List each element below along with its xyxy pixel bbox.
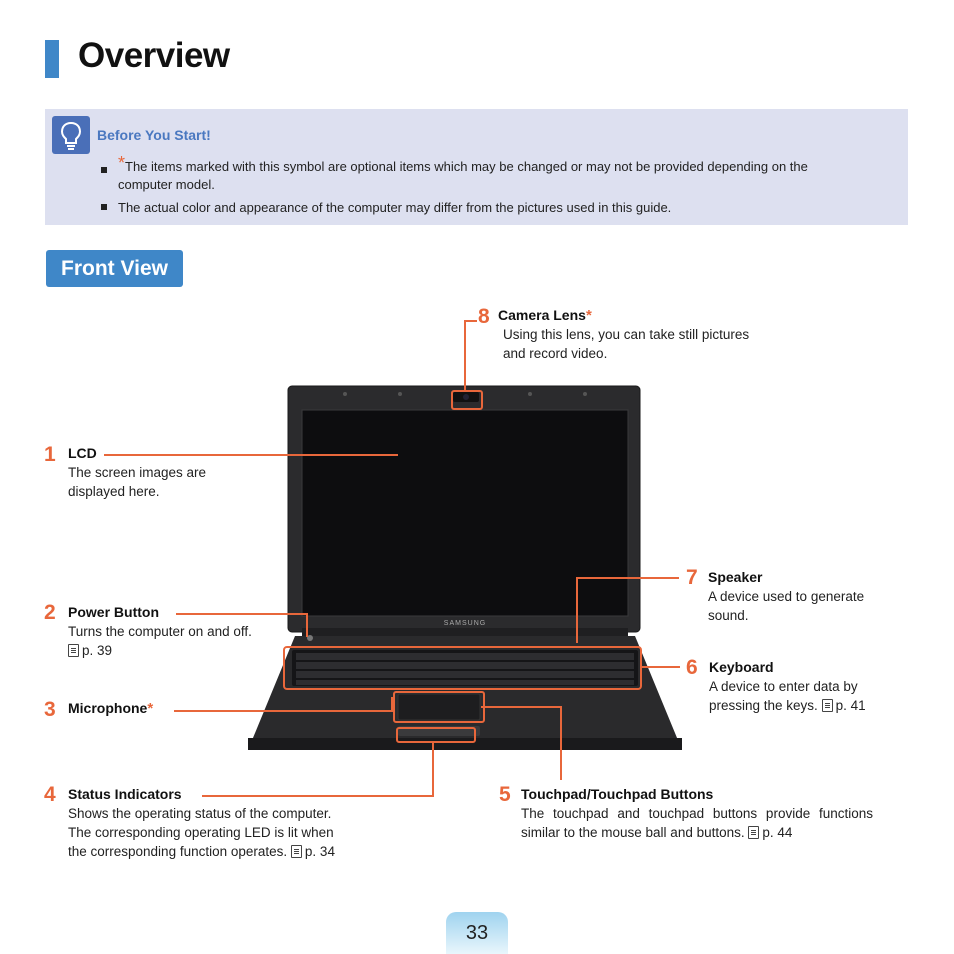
- keyboard-highlight: [283, 646, 642, 690]
- callout-5-desc-text: The touchpad and touchpad buttons provid…: [521, 806, 873, 840]
- callout-7-number: 7: [686, 566, 698, 589]
- callout-5-line: [481, 706, 562, 708]
- callout-2-desc-text: Turns the computer on and off.: [68, 624, 252, 639]
- touchpad-highlight: [393, 691, 485, 723]
- callout-6-desc: A device to enter data by pressing the k…: [709, 677, 909, 715]
- callout-4-desc: Shows the operating status of the comput…: [68, 804, 343, 861]
- callout-5-desc: The touchpad and touchpad buttons provid…: [521, 804, 873, 842]
- page-number: 33: [446, 912, 508, 954]
- callout-6-label: Keyboard: [709, 659, 774, 675]
- callout-2-desc: Turns the computer on and off. p. 39: [68, 622, 288, 660]
- optional-star: *: [118, 153, 126, 173]
- callout-1-number: 1: [44, 443, 56, 466]
- callout-1-line: [104, 454, 398, 456]
- callout-1-desc: The screen images are displayed here.: [68, 465, 207, 499]
- callout-3-label-text: Microphone: [68, 700, 148, 716]
- manual-reference-icon: [821, 699, 833, 712]
- page-title: Overview: [78, 36, 230, 75]
- callout-6-desc-text: A device to enter data by pressing the k…: [709, 679, 858, 713]
- callout-2-page-ref[interactable]: p. 39: [82, 643, 113, 658]
- status-indicators-highlight: [396, 727, 476, 743]
- callout-6-line: [640, 666, 680, 668]
- callout-3-label: Microphone*: [68, 700, 153, 717]
- callout-2-line: [176, 613, 308, 615]
- callout-3-line: [174, 710, 393, 712]
- callout-3-number: 3: [44, 698, 56, 721]
- callout-4-line: [432, 741, 434, 797]
- callout-7-desc: A device used to generate sound.: [708, 589, 865, 623]
- callout-5-label: Touchpad/Touchpad Buttons: [521, 786, 714, 802]
- callout-5-line: [560, 706, 562, 780]
- title-accent-bar: [45, 40, 59, 78]
- manual-reference-icon: [68, 644, 79, 657]
- callout-2-line: [306, 613, 308, 637]
- callout-8-label-text: Camera Lens: [498, 307, 586, 323]
- callout-7-line: [577, 577, 679, 579]
- bullet-square-icon: [101, 167, 107, 173]
- callout-8-line: [464, 320, 466, 391]
- callout-4-line: [202, 795, 434, 797]
- callout-7-label: Speaker: [708, 569, 763, 585]
- callout-5-number: 5: [499, 783, 511, 806]
- callout-8-label: Camera Lens*: [498, 307, 592, 324]
- callout-4-number: 4: [44, 783, 56, 806]
- callout-2-label: Power Button: [68, 604, 159, 620]
- manual-reference-icon: [748, 826, 760, 839]
- before-you-start-note: [45, 109, 908, 225]
- callout-2-number: 2: [44, 601, 56, 624]
- callout-4-label: Status Indicators: [68, 786, 182, 802]
- laptop-brand: SAMSUNG: [444, 620, 486, 627]
- camera-lens-highlight: [451, 390, 483, 410]
- callout-7-line: [576, 577, 578, 643]
- note-bullet-2: The actual color and appearance of the c…: [101, 199, 858, 217]
- section-title: Front View: [46, 250, 183, 287]
- callout-4-page-ref[interactable]: p. 34: [304, 844, 335, 859]
- bullet-square-icon: [101, 204, 107, 210]
- note-bullet-2-text: The actual color and appearance of the c…: [118, 200, 672, 215]
- manual-reference-icon: [290, 845, 302, 858]
- optional-star: *: [147, 700, 154, 717]
- note-bullet-1: *The items marked with this symbol are o…: [101, 154, 858, 194]
- laptop-illustration: SAMSUNG: [248, 385, 682, 750]
- note-bullet-1-text: The items marked with this symbol are op…: [118, 159, 808, 192]
- callout-8-number: 8: [478, 305, 490, 328]
- callout-5-page-ref[interactable]: p. 44: [762, 825, 793, 840]
- optional-star: *: [585, 307, 592, 324]
- callout-6-page-ref[interactable]: p. 41: [835, 698, 866, 713]
- callout-8-desc: Using this lens, you can take still pict…: [503, 327, 750, 361]
- callout-1-label: LCD: [68, 445, 97, 461]
- note-heading: Before You Start!: [97, 127, 211, 143]
- lightbulb-icon: [52, 116, 90, 154]
- callout-4-desc-text: Shows the operating status of the comput…: [68, 806, 334, 859]
- callout-6-number: 6: [686, 656, 698, 679]
- callout-8-line: [465, 320, 477, 322]
- callout-3-line: [391, 697, 393, 712]
